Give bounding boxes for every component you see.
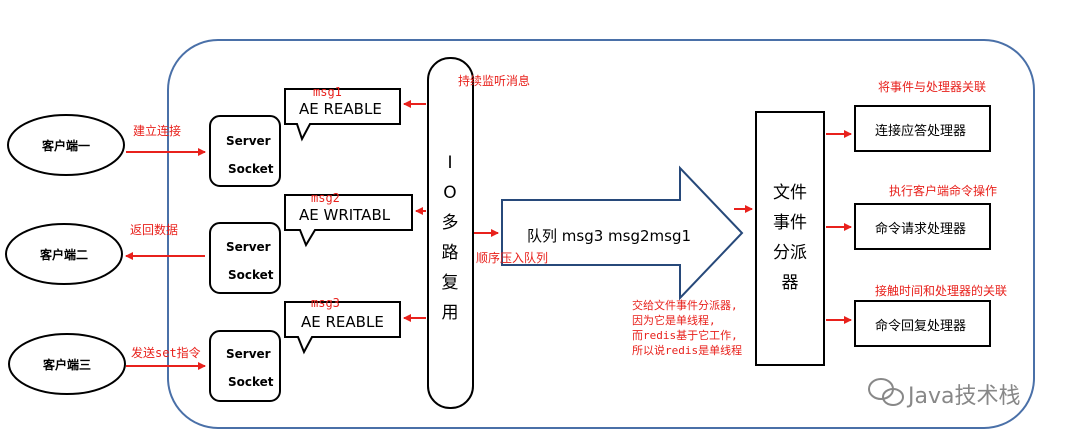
watermark-text: Java技术栈 <box>908 384 1021 409</box>
msg2-label: msg2 <box>311 191 340 205</box>
queue-label: 队列 msg3 msg2msg1 <box>527 227 692 245</box>
server-box-2 <box>209 222 281 294</box>
listen-label: 持续监听消息 <box>458 74 531 88</box>
server-top-1: Server <box>226 134 271 148</box>
dispatch-note-2: 因为它是单线程, <box>632 314 716 327</box>
handler-box-1 <box>854 105 991 152</box>
client-ellipse-3 <box>8 333 126 395</box>
handler-label-3: 命令回复处理器 <box>875 319 967 334</box>
send-set-label: 发送set指令 <box>131 346 201 360</box>
client-label-3: 客户端三 <box>43 358 92 372</box>
server-bottom-3: Socket <box>228 375 274 389</box>
handler-label-1: 连接应答处理器 <box>875 124 967 139</box>
server-box-3 <box>209 330 281 402</box>
handler-note-3: 接触时间和处理器的关联 <box>875 284 1008 298</box>
client-ellipse-2 <box>5 223 123 285</box>
dispatcher-box <box>755 111 825 366</box>
server-top-3: Server <box>226 347 271 361</box>
client-ellipse-1 <box>7 114 125 176</box>
msg3-label: msg3 <box>311 296 340 310</box>
server-top-2: Server <box>226 240 271 254</box>
server-bottom-2: Socket <box>228 268 274 282</box>
event-callout-1 <box>284 88 401 142</box>
client-label-2: 客户端二 <box>40 248 89 262</box>
connect-label: 建立连接 <box>133 124 182 138</box>
client-label-1: 客户端一 <box>42 139 91 153</box>
dispatcher-label: 文件 事件 分派 器 <box>773 183 807 293</box>
event-callout-2 <box>284 194 413 248</box>
io-multiplexer-label: I O 多 路 复 用 <box>441 153 459 323</box>
handler-box-3 <box>854 300 991 347</box>
dispatch-note-3: 而redis基于它工作, <box>632 329 738 342</box>
server-box-1 <box>209 115 281 187</box>
server-bottom-1: Socket <box>228 162 274 176</box>
return-data-label: 返回数据 <box>130 223 179 237</box>
queue-arrow <box>501 165 744 301</box>
dispatch-note-4: 所以说redis是单线程 <box>632 344 743 357</box>
msg1-label: msg1 <box>313 85 342 99</box>
outer-frame <box>167 39 1035 429</box>
handler-note-1: 将事件与处理器关联 <box>878 80 987 94</box>
event-label-1: AE REABLE <box>299 100 382 118</box>
event-label-2: AE WRITABL <box>299 206 391 224</box>
event-callout-3 <box>284 301 401 355</box>
push-queue-label: 顺序压入队列 <box>476 251 549 265</box>
handler-note-2: 执行客户端命令操作 <box>889 184 998 198</box>
io-multiplexer <box>427 57 474 409</box>
event-label-3: AE REABLE <box>301 313 384 331</box>
wechat-icon <box>868 378 904 406</box>
handler-box-2 <box>854 203 991 250</box>
dispatch-note-1: 交给文件事件分派器, <box>632 299 738 312</box>
handler-label-2: 命令请求处理器 <box>875 222 967 237</box>
